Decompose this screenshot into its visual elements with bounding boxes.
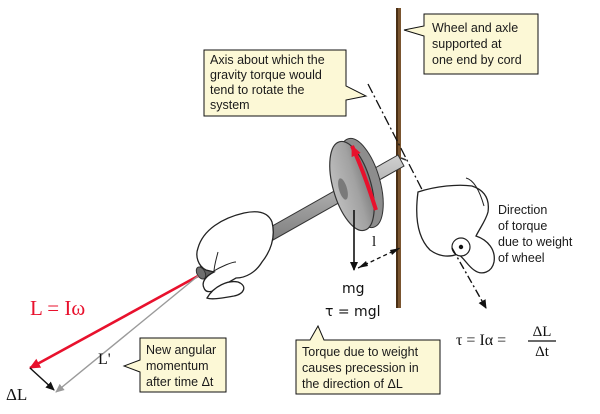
svg-text:New angular momentum: New angular momentum after time Δt xyxy=(146,343,220,389)
left-hand xyxy=(196,211,274,300)
direction-of-torque-text: Direction of torque due to weight of whe… xyxy=(498,203,576,265)
wheel xyxy=(329,137,384,232)
callout-wheel-axle: Wheel and axle supported at one end by c… xyxy=(403,13,539,75)
callout-new-momentum: New angular momentum after time Δt xyxy=(122,337,227,393)
right-hand xyxy=(416,177,495,274)
svg-text:Torque due to weight cau: Torque due to weight causes precession i… xyxy=(302,345,422,391)
svg-text:Axis about which the gra: Axis about which the gravity torque woul… xyxy=(210,53,328,112)
momentum-vector-L xyxy=(29,274,199,370)
L-prime-label: L' xyxy=(98,351,111,368)
cord xyxy=(400,157,407,161)
callout-torque-precession: Torque due to weight causes precession i… xyxy=(295,324,441,395)
svg-text:Wheel and axle supported: Wheel and axle supported at one end by c… xyxy=(432,21,522,67)
torque-mgl-label: τ = mgl xyxy=(325,304,380,320)
torque-ia-label: τ = Iα = xyxy=(456,332,506,349)
lever-arm-arrow xyxy=(357,247,401,269)
fraction-denominator: Δt xyxy=(535,344,550,360)
delta-L-label: ΔL xyxy=(6,385,27,404)
new-momentum-vector-L-prime xyxy=(55,275,199,393)
mg-label: mg xyxy=(342,281,365,297)
L-equation: L = Iω xyxy=(30,296,85,320)
callout-axis: Axis about which the gravity torque woul… xyxy=(203,49,368,117)
delta-L-vector xyxy=(29,367,55,391)
fraction-numerator: ΔL xyxy=(533,324,552,340)
lever-arm-label: l xyxy=(372,234,376,250)
spin-arrow xyxy=(350,145,378,211)
torque-direction-arrow xyxy=(451,247,487,309)
